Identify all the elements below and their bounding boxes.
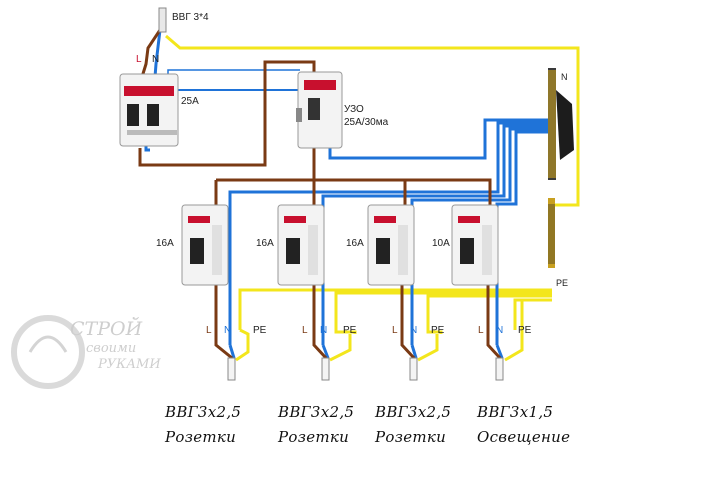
cable-end <box>409 357 418 381</box>
n-bus: N <box>548 68 574 180</box>
cable-end <box>495 357 504 381</box>
main-breaker-n-label: N <box>152 54 159 65</box>
branch-rating: 10А <box>432 238 450 249</box>
branch-cable-caption: ВВГ3х2,5 <box>164 403 241 421</box>
breaker-toggle <box>286 238 300 264</box>
branch-l-label: L <box>392 325 398 336</box>
input-cable-label: ВВГ 3*4 <box>172 12 209 23</box>
breaker-brand-stripe <box>458 216 480 223</box>
branch-breaker-4: 10А L N PE <box>432 204 532 381</box>
input-cable: ВВГ 3*4 <box>158 7 209 33</box>
branch-purpose-caption: Освещение <box>477 428 570 446</box>
branch-l-label: L <box>302 325 308 336</box>
branch-rating: 16А <box>256 238 274 249</box>
branch-breaker-3: 16А L N PE <box>346 204 445 381</box>
cable-end <box>321 357 330 381</box>
breaker-toggle <box>376 238 390 264</box>
branch-purpose-caption: Розетки <box>164 428 236 446</box>
breaker-side <box>308 225 318 275</box>
breaker-side <box>482 225 492 275</box>
branch-purpose-caption: Розетки <box>277 428 349 446</box>
branch-n-label: N <box>320 325 327 336</box>
branch-breaker-1: 16А L N PE <box>156 204 267 381</box>
pe-wires <box>165 34 580 362</box>
branch-pe-label: PE <box>518 325 532 336</box>
watermark-line1: СТРОЙ <box>70 317 143 340</box>
branch-cable-caption: ВВГ3х2,5 <box>374 403 451 421</box>
branch-cable-caption: ВВГ3х2,5 <box>277 403 354 421</box>
main-breaker: L N 25A <box>119 54 199 147</box>
pe-bus-label: PE <box>556 278 568 288</box>
n-bus-label: N <box>561 72 568 82</box>
branch-n-label: N <box>224 325 231 336</box>
watermark-logo: СТРОЙ своими РУКАМИ <box>11 315 161 389</box>
pe-bus: PE <box>548 198 568 288</box>
rcd-device: УЗО 25А/30ма <box>296 71 389 149</box>
breaker-side <box>212 225 222 275</box>
branch-rating: 16А <box>346 238 364 249</box>
breaker-brand-stripe <box>188 216 210 223</box>
breaker-brand-stripe <box>374 216 396 223</box>
branch-n-label: N <box>410 325 417 336</box>
branch-cable-caption: ВВГ3х1,5 <box>476 403 553 421</box>
breaker-toggle <box>460 238 474 264</box>
branch-pe-label: PE <box>431 325 445 336</box>
branch-breakers: 16А L N PE 16А L N PE 16А L N PE 10А L N PE <box>156 204 532 381</box>
neutral-wire-thin2 <box>167 69 300 90</box>
breaker-toggle <box>190 238 204 264</box>
branch-l-label: L <box>478 325 484 336</box>
breaker-side <box>398 225 408 275</box>
rcd-rating: 25А/30ма <box>344 117 389 128</box>
main-breaker-l-label: L <box>136 54 142 65</box>
breaker-brand-stripe <box>284 216 306 223</box>
cable-end <box>227 357 236 381</box>
watermark-line3: РУКАМИ <box>97 357 161 372</box>
branch-n-label: N <box>496 325 503 336</box>
branch-l-label: L <box>206 325 212 336</box>
branch-breaker-2: 16А L N PE <box>256 204 357 381</box>
watermark-line2: своими <box>86 341 136 356</box>
branch-rating: 16А <box>156 238 174 249</box>
branch-pe-label: PE <box>343 325 357 336</box>
branch-pe-label: PE <box>253 325 267 336</box>
branch-purpose-caption: Розетки <box>374 428 446 446</box>
main-breaker-rating: 25A <box>181 96 199 107</box>
rcd-title: УЗО <box>344 104 364 115</box>
